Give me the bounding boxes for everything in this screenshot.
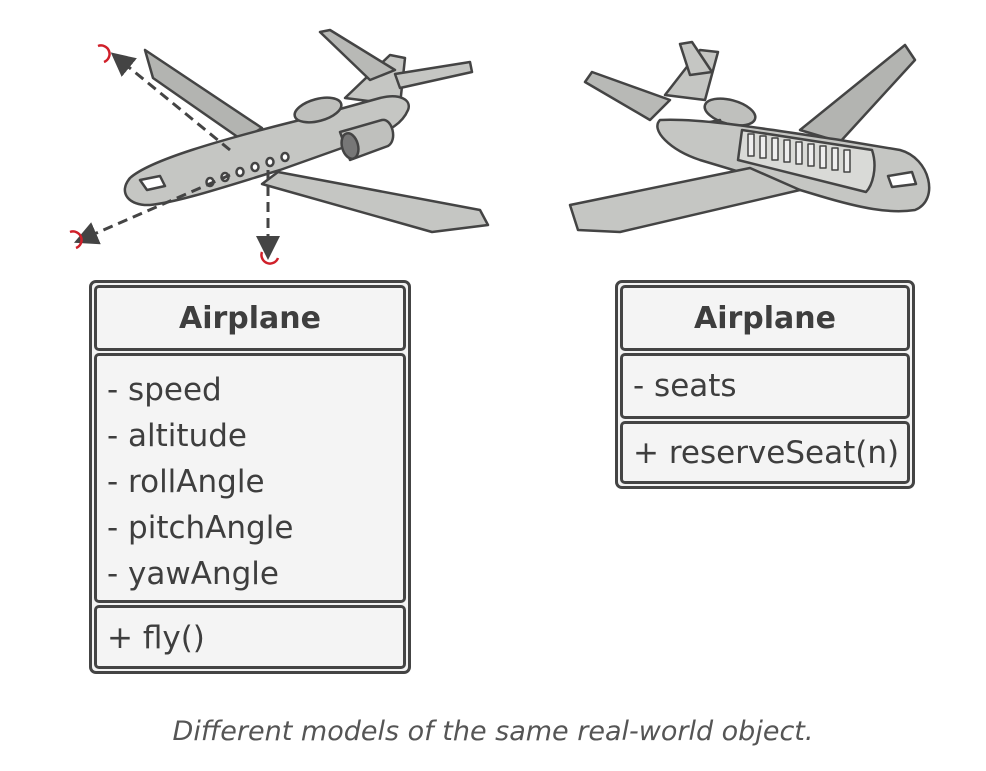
class-name: Airplane — [693, 300, 836, 336]
attributes-section: - seats — [620, 353, 910, 419]
attribute-item: - seats — [633, 368, 737, 404]
attribute-item: - pitchAngle — [107, 510, 294, 546]
attribute-item: - speed — [107, 372, 222, 408]
uml-class-airplane-flight: Airplane - speed - altitude - rollAngle … — [89, 280, 411, 674]
attributes-section: - speed - altitude - rollAngle - pitchAn… — [94, 353, 406, 603]
method-item: + reserveSeat(n) — [633, 435, 900, 471]
class-name: Airplane — [178, 300, 321, 336]
methods-section: + reserveSeat(n) — [620, 421, 910, 484]
attribute-item: - rollAngle — [107, 464, 265, 500]
airplane-flight-axes-icon — [123, 28, 490, 234]
airplane-cabin-seats-icon — [568, 40, 931, 234]
attribute-item: - altitude — [107, 418, 247, 454]
uml-class-airplane-booking: Airplane - seats + reserveSeat(n) — [615, 280, 915, 489]
method-item: + fly() — [107, 620, 205, 656]
airplane-illustrations — [69, 28, 931, 265]
figure-caption: Different models of the same real-world … — [172, 716, 814, 747]
class-name-section: Airplane — [620, 285, 910, 351]
class-name-section: Airplane — [94, 285, 406, 351]
methods-section: + fly() — [94, 605, 406, 669]
attribute-item: - yawAngle — [107, 556, 279, 592]
